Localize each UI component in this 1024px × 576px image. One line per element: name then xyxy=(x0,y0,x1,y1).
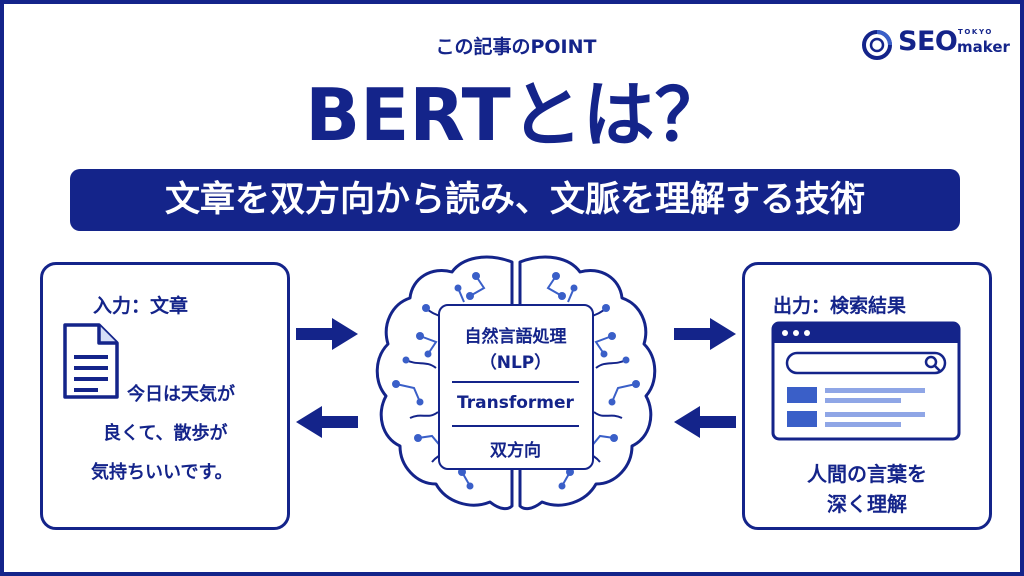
logo-tokyo-text: TOKYO xyxy=(958,28,993,36)
arrow-left-icon-input xyxy=(296,406,358,438)
sample-text-line-2: 良くて、散歩が xyxy=(103,423,228,444)
arrow-left-icon-output xyxy=(674,406,736,438)
subtitle-banner: 文章を双方向から読み、文脈を理解する技術 xyxy=(70,169,960,231)
input-box: 入力：文章 今日は天気が 良くて、散歩が 気持ちいいです。 xyxy=(40,262,290,530)
nlp-abbr-label: （NLP） xyxy=(479,353,552,373)
document-icon xyxy=(63,323,119,399)
transformer-label: Transformer xyxy=(457,393,574,413)
logo-seo-text: SEO xyxy=(898,26,958,57)
understand-line-2: 深く理解 xyxy=(827,492,907,516)
arrow-right-icon-output xyxy=(674,318,736,350)
logo-ring-icon xyxy=(862,30,892,60)
understand-line-1: 人間の言葉を xyxy=(807,462,927,486)
logo-maker-text: maker xyxy=(957,38,1010,56)
output-box: 出力：検索結果 人間の言葉を 深く理解 xyxy=(742,262,992,530)
bidirectional-label: 双方向 xyxy=(490,441,541,461)
point-label: この記事のPOINT xyxy=(435,36,597,58)
sample-text-line-1: 今日は天気が xyxy=(127,384,235,405)
nlp-label: 自然言語処理 xyxy=(464,327,567,347)
output-box-title: 出力：検索結果 xyxy=(773,295,907,317)
seo-tokyo-maker-logo: SEO TOKYO maker xyxy=(860,24,1010,64)
input-box-title: 入力：文章 xyxy=(93,295,189,317)
center-divider xyxy=(452,425,579,427)
nlp-core-box: 自然言語処理 （NLP） Transformer 双方向 xyxy=(438,304,594,470)
center-divider xyxy=(452,381,579,383)
main-title: BERTとは？ xyxy=(305,73,727,157)
search-results-browser-icon xyxy=(771,321,961,441)
arrow-right-icon-input xyxy=(296,318,358,350)
sample-text-line-3: 気持ちいいです。 xyxy=(91,462,233,483)
